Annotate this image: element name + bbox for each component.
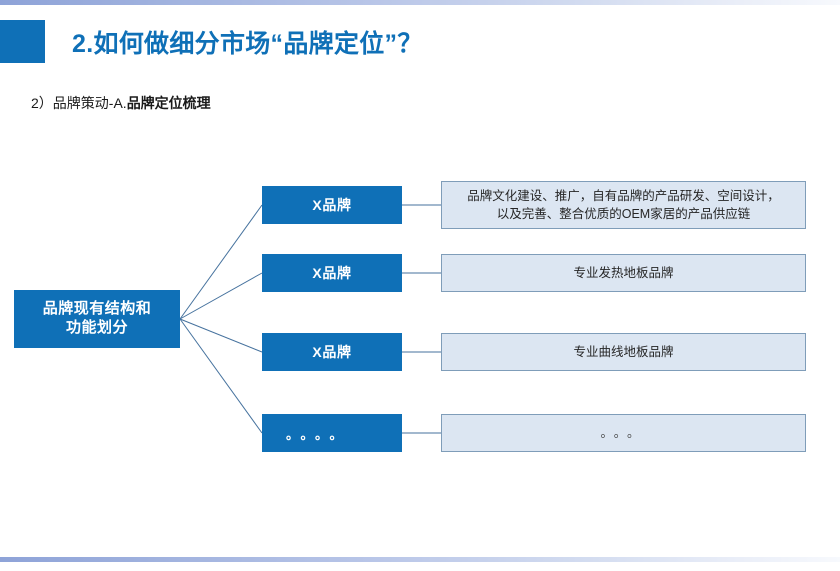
bottom-gradient-rule [0, 557, 840, 562]
root-node-line-2: 功能划分 [65, 319, 128, 336]
root-node-brand-structure[interactable]: 品牌现有结构和 功能划分 [14, 290, 180, 348]
desc-node-3[interactable]: 专业曲线地板品牌 [441, 333, 806, 371]
title-accent-block [0, 20, 45, 63]
desc-node-1[interactable]: 品牌文化建设、推广，自有品牌的产品研发、空间设计， 以及完善、整合优质的OEM家… [441, 181, 806, 229]
desc-node-1-line-2: 以及完善、整合优质的OEM家居的产品供应链 [496, 207, 751, 221]
root-node-line-1: 品牌现有结构和 [42, 300, 152, 318]
desc-node-2[interactable]: 专业发热地板品牌 [441, 254, 806, 292]
brand-node-1[interactable]: X品牌 [262, 186, 402, 224]
subtitle-lead: 2）品牌策动-A. [31, 95, 127, 111]
brand-node-4-ellipsis[interactable]: 。。。。 [262, 414, 402, 452]
desc-node-1-line-1: 品牌文化建设、推广，自有品牌的产品研发、空间设计， [467, 188, 780, 203]
brand-node-2[interactable]: X品牌 [262, 254, 402, 292]
subtitle: 2）品牌策动-A.品牌定位梳理 [31, 93, 211, 113]
subtitle-strong: 品牌定位梳理 [126, 95, 211, 111]
page-title: 2.如何做细分市场“品牌定位”？ [72, 29, 423, 58]
desc-node-4-ellipsis[interactable]: 。。。 [441, 414, 806, 452]
brand-node-3[interactable]: X品牌 [262, 333, 402, 371]
top-gradient-rule [0, 0, 840, 5]
